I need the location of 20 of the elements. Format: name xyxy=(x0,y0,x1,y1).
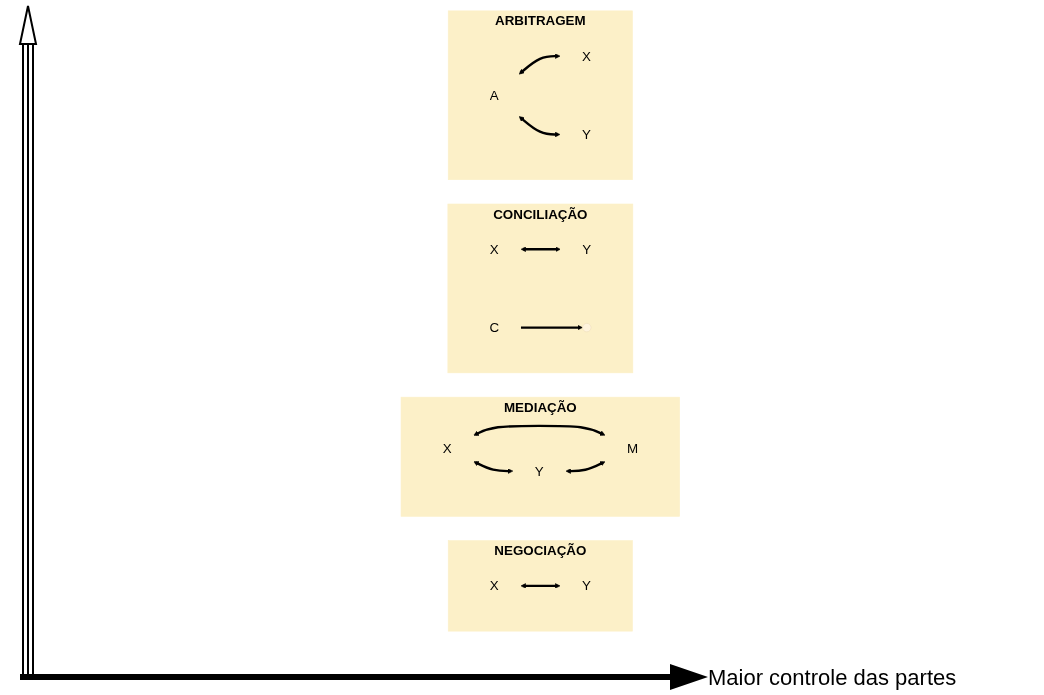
arrow xyxy=(518,116,560,138)
arrow xyxy=(520,246,561,252)
node-text: Y xyxy=(581,241,591,257)
arrow xyxy=(518,53,560,75)
node-text: A xyxy=(489,87,499,103)
node-text: X xyxy=(581,48,591,64)
node-text: X xyxy=(489,578,499,594)
node-text: X xyxy=(489,241,499,257)
arrow xyxy=(520,583,560,589)
node-text: Y xyxy=(581,578,591,594)
node-text: Y xyxy=(534,463,544,479)
node-text: C xyxy=(489,320,499,336)
arrow xyxy=(473,424,605,436)
arrow xyxy=(520,324,583,331)
node-text: X xyxy=(442,440,452,457)
node-text: M xyxy=(626,440,638,457)
node-text: Y xyxy=(581,126,591,143)
arrow xyxy=(473,461,513,474)
axis-label: Maior controle das partes xyxy=(708,665,957,691)
arrow xyxy=(565,461,605,474)
